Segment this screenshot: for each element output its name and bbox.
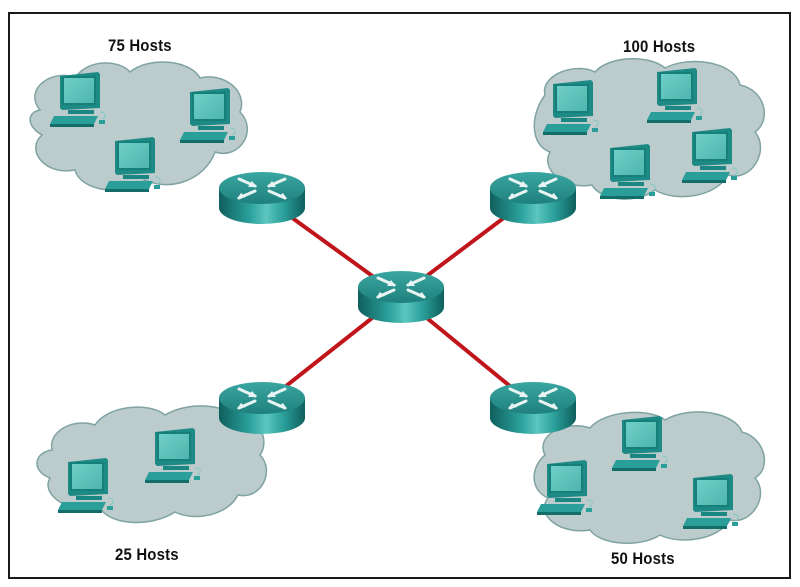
network-label-bottom-left: 25 Hosts: [115, 545, 179, 564]
router-icon-top-left: [217, 170, 307, 226]
router-icon-top-right: [488, 170, 578, 226]
network-label-top-right: 100 Hosts: [623, 37, 696, 56]
router-icon-core: [356, 269, 446, 325]
network-label-bottom-right: 50 Hosts: [611, 549, 675, 568]
router-icon-bottom-left: [217, 380, 307, 436]
network-label-top-left: 75 Hosts: [108, 36, 172, 55]
router-icon-bottom-right: [488, 380, 578, 436]
